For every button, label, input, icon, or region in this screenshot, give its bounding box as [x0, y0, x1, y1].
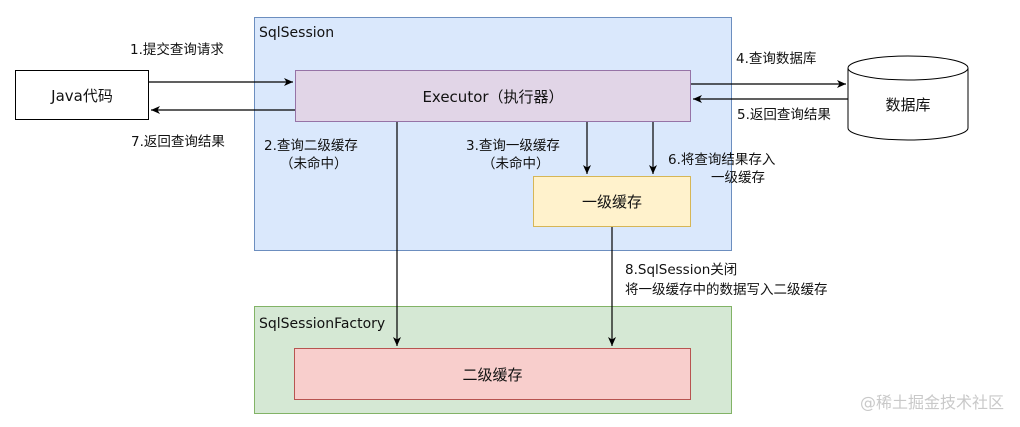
edge-label-5: 5.返回查询结果: [737, 107, 831, 123]
second-level-cache-label: 二级缓存: [462, 365, 523, 384]
first-level-cache-label: 一级缓存: [581, 193, 642, 211]
edge-label-8-line1: 8.SqlSession关闭: [625, 262, 738, 278]
database-label-wrap: 数据库: [848, 86, 968, 122]
edge-label-4: 4.查询数据库: [736, 51, 817, 67]
edge-label-3-line2: （未命中）: [482, 156, 550, 172]
edge-label-8-line2: 将一级缓存中的数据写入二级缓存: [625, 282, 828, 298]
first-level-cache-node: 一级缓存: [533, 176, 691, 227]
edge-label-2-line2: （未命中）: [280, 156, 348, 172]
java-code-node: Java代码: [15, 70, 149, 120]
edge-label-6-line2: 一级缓存: [711, 170, 765, 186]
database-label: 数据库: [885, 95, 931, 114]
executor-label: Executor（执行器）: [422, 87, 564, 106]
edge-label-6-line1: 6.将查询结果存入: [668, 152, 776, 168]
database-cylinder: [847, 55, 969, 141]
edge-label-1: 1.提交查询请求: [130, 42, 224, 58]
second-level-cache-node: 二级缓存: [294, 348, 691, 400]
executor-node: Executor（执行器）: [295, 70, 691, 122]
sqlsessionfactory-label: SqlSessionFactory: [259, 316, 386, 332]
java-code-label: Java代码: [51, 86, 113, 105]
edge-label-7: 7.返回查询结果: [131, 134, 225, 150]
sqlsession-label: SqlSession: [259, 25, 335, 41]
edge-label-2-line1: 2.查询二级缓存: [264, 138, 358, 154]
watermark: @稀土掘金技术社区: [859, 393, 1004, 412]
edge-label-3-line1: 3.查询一级缓存: [466, 138, 560, 154]
